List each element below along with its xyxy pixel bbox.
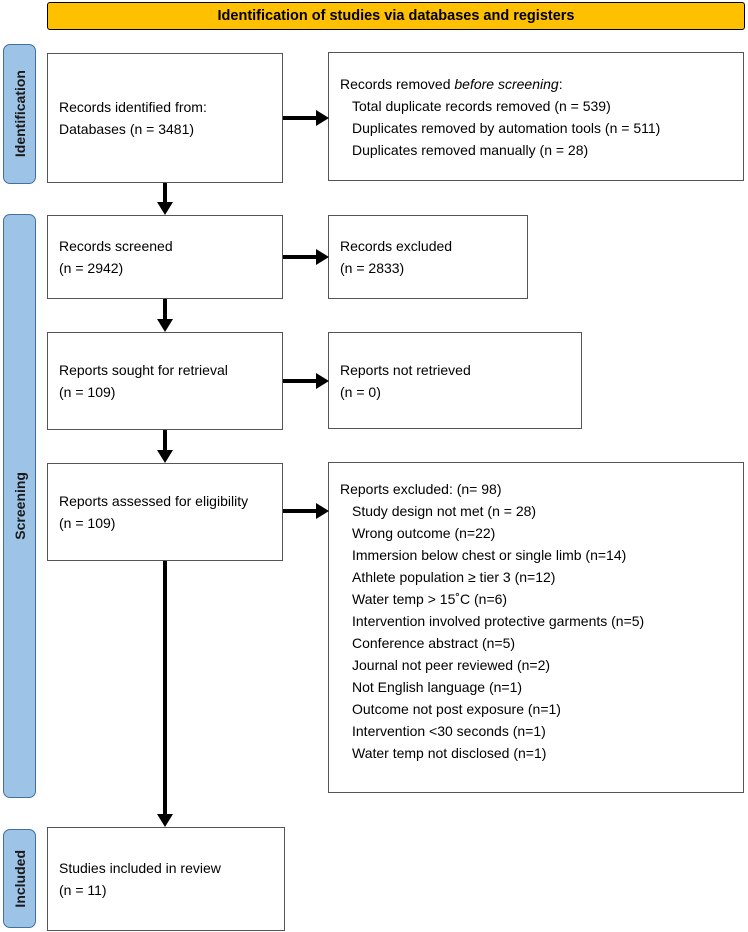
- arrow-down-identified-to-screened: [163, 183, 167, 203]
- box-reports-excluded-item: Not English language (n=1): [352, 679, 523, 695]
- box-reports-sought-line: Reports sought for retrieval: [59, 362, 228, 378]
- arrowhead-down-icon: [157, 814, 173, 827]
- box-reports-sought-line: (n = 109): [59, 384, 116, 400]
- box-reports-excluded-item: Wrong outcome (n=22): [352, 525, 496, 541]
- diagram-header-title: Identification of studies via databases …: [217, 8, 575, 24]
- arrowhead-down-icon: [157, 450, 173, 463]
- box-records-screened-line: (n = 2942): [59, 260, 124, 276]
- box-reports-excluded-item: Athlete population ≥ tier 3 (n=12): [352, 569, 556, 585]
- box-reports-excluded-item: Outcome not post exposure (n=1): [352, 701, 561, 717]
- box-records-screened: Records screened (n = 2942): [47, 215, 283, 299]
- box-reports-excluded-item: Intervention involved protective garment…: [352, 613, 645, 629]
- box-reports-excluded-item: Immersion below chest or single limb (n=…: [352, 547, 627, 563]
- arrowhead-right-icon: [316, 503, 329, 519]
- arrowhead-right-icon: [316, 110, 329, 126]
- box-reports-excluded-item: Journal not peer reviewed (n=2): [352, 657, 551, 673]
- box-records-identified: Records identified from: Databases (n = …: [47, 53, 283, 183]
- box-studies-included: Studies included in review (n = 11): [47, 827, 285, 931]
- box-records-identified-line: Records identified from:: [59, 99, 207, 115]
- box-reports-not-retrieved-line: (n = 0): [340, 383, 381, 400]
- arrow-right-sought-to-not-retrieved: [283, 379, 317, 383]
- arrow-down-screened-to-sought: [163, 299, 167, 320]
- box-records-removed-item: Duplicates removed manually (n = 28): [352, 141, 589, 158]
- stage-bar-included: Included: [3, 829, 36, 928]
- arrow-down-assessed-to-included: [163, 561, 167, 815]
- box-records-screened-line: Records screened: [59, 238, 173, 254]
- arrow-down-sought-to-assessed: [163, 430, 167, 451]
- arrow-right-assessed-to-excluded: [283, 509, 317, 513]
- box-records-excluded: Records excluded (n = 2833): [328, 215, 528, 299]
- box-reports-excluded-item: Water temp > 15˚C (n=6): [352, 591, 508, 607]
- stage-label-identification: Identification: [11, 70, 28, 158]
- arrowhead-down-icon: [157, 319, 173, 332]
- box-reports-excluded-item: Intervention <30 seconds (n=1): [352, 723, 546, 739]
- box-records-removed: Records removed before screening: Total …: [328, 52, 744, 181]
- box-reports-sought: Reports sought for retrieval (n = 109): [47, 332, 283, 430]
- stage-label-included: Included: [11, 849, 28, 908]
- box-reports-assessed-line: (n = 109): [59, 515, 116, 531]
- arrow-right-screened-to-excluded: [283, 255, 317, 259]
- box-reports-excluded-title: Reports excluded: (n= 98): [340, 481, 502, 497]
- box-reports-assessed: Reports assessed for eligibility (n = 10…: [47, 463, 283, 561]
- box-records-removed-item: Total duplicate records removed (n = 539…: [352, 97, 611, 114]
- box-reports-excluded-item: Water temp not disclosed (n=1): [352, 745, 547, 761]
- box-reports-not-retrieved: Reports not retrieved (n = 0): [328, 332, 582, 429]
- box-studies-included-line: (n = 11): [59, 882, 107, 898]
- stage-bar-screening: Screening: [3, 214, 36, 798]
- arrow-right-identified-to-removed: [283, 116, 317, 120]
- box-reports-not-retrieved-line: Reports not retrieved: [340, 361, 471, 378]
- box-reports-excluded-item: Study design not met (n = 28): [352, 503, 537, 519]
- diagram-header: Identification of studies via databases …: [47, 2, 745, 30]
- box-records-identified-line: Databases (n = 3481): [59, 121, 195, 137]
- arrowhead-right-icon: [316, 249, 329, 265]
- box-reports-excluded: Reports excluded: (n= 98) Study design n…: [328, 462, 744, 793]
- box-records-removed-title: Records removed before screening:: [340, 75, 563, 92]
- box-reports-assessed-line: Reports assessed for eligibility: [59, 493, 249, 509]
- box-studies-included-line: Studies included in review: [59, 860, 221, 876]
- stage-label-screening: Screening: [11, 472, 28, 540]
- box-reports-excluded-item: Conference abstract (n=5): [352, 635, 516, 651]
- arrowhead-down-icon: [157, 202, 173, 215]
- arrowhead-right-icon: [316, 373, 329, 389]
- stage-bar-identification: Identification: [3, 44, 36, 184]
- box-records-excluded-line: (n = 2833): [340, 260, 405, 276]
- box-records-excluded-line: Records excluded: [340, 238, 453, 254]
- box-records-removed-item: Duplicates removed by automation tools (…: [352, 119, 661, 136]
